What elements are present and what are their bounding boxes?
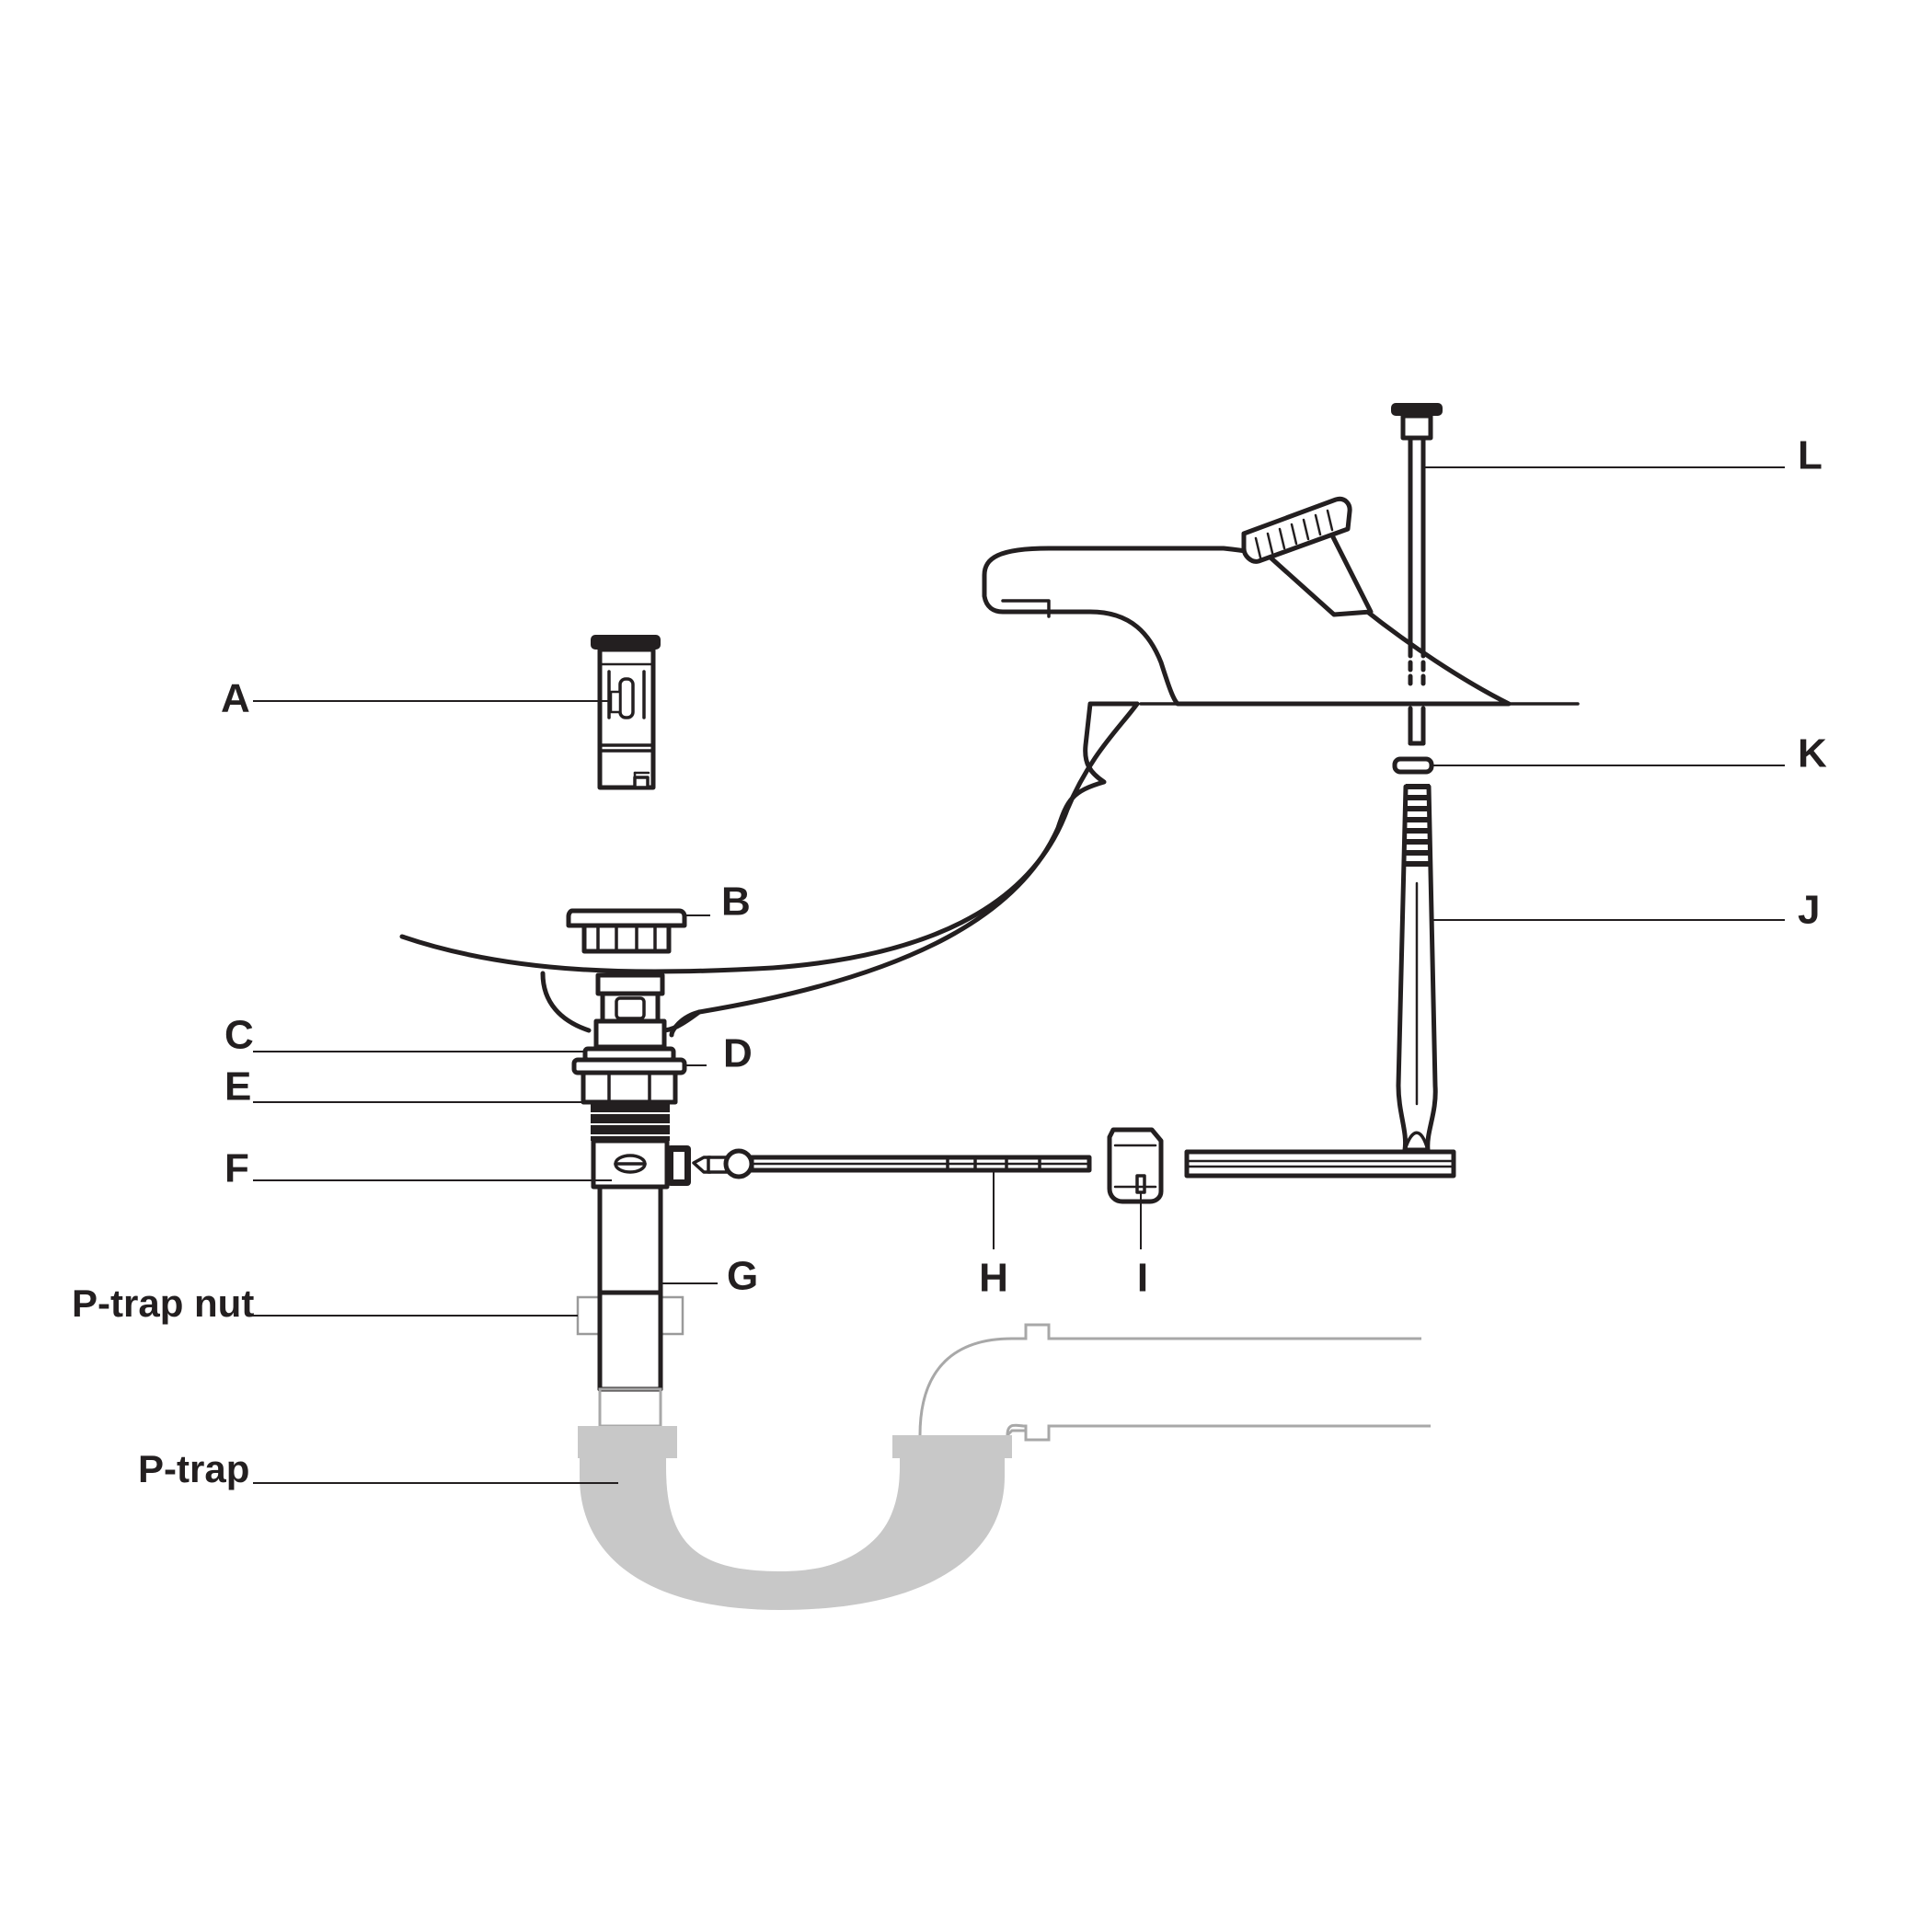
label-d: D: [723, 1031, 753, 1076]
label-ptrap-nut: P-trap nut: [72, 1282, 254, 1325]
label-i: I: [1137, 1256, 1148, 1301]
label-k: K: [1798, 731, 1827, 776]
label-j: J: [1798, 888, 1820, 933]
clevis-strap: [1184, 784, 1456, 1179]
label-ptrap: P-trap: [138, 1447, 249, 1490]
label-l: L: [1798, 433, 1823, 478]
label-c: C: [224, 1013, 254, 1058]
label-f: F: [224, 1146, 249, 1191]
sink-basin: [399, 701, 1140, 1038]
lift-rod-nut: [1392, 756, 1434, 775]
faucet: [982, 496, 1580, 707]
strap-ridges: [1403, 784, 1432, 867]
pivot-rod: [692, 1148, 1092, 1179]
p-trap: [578, 1323, 1431, 1610]
handle-knurling: [1254, 509, 1334, 559]
pop-up-stopper: [591, 635, 661, 790]
part-labels: A B C D E F G H I J K L P-trap nut P-tra…: [72, 433, 1827, 1490]
label-e: E: [224, 1064, 251, 1110]
drain-body: [571, 972, 691, 1392]
label-h: H: [979, 1256, 1008, 1301]
lift-rod: [1391, 403, 1443, 746]
leader-lines: [253, 466, 1785, 1484]
label-g: G: [727, 1254, 758, 1299]
drain-flange: [566, 908, 687, 954]
spring-clip: [1107, 1127, 1164, 1204]
label-a: A: [221, 676, 250, 721]
label-b: B: [721, 880, 751, 925]
